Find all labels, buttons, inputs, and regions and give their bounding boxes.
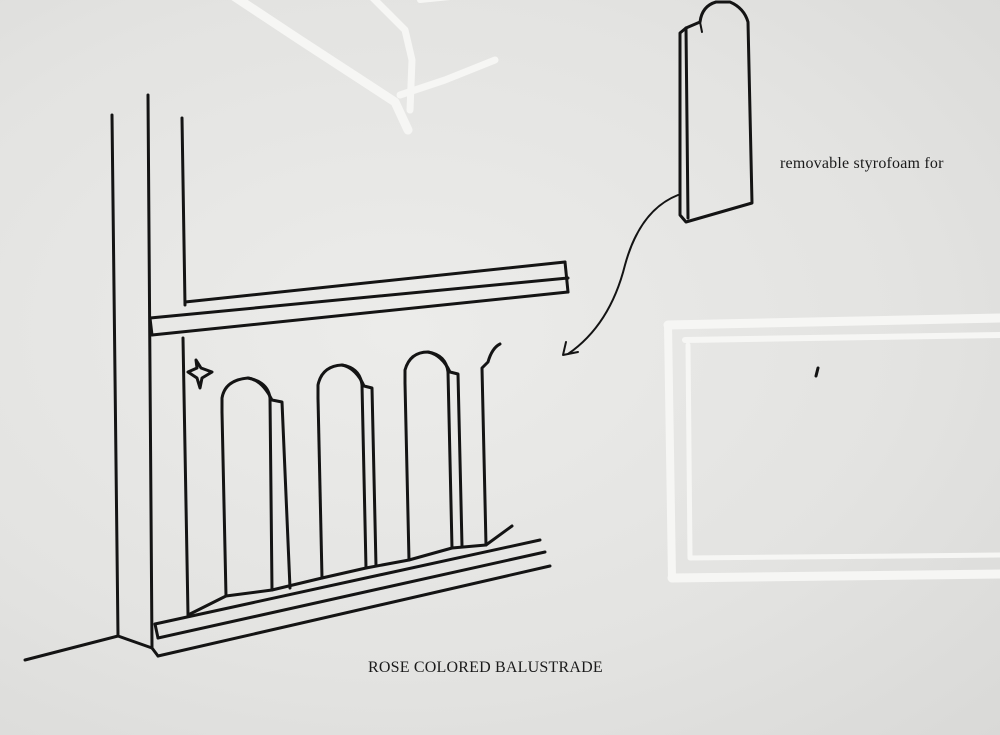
styrofoam-form-label: removable styrofoam for: [780, 155, 944, 172]
arch-4-partial: [480, 342, 502, 547]
rail-far-end: [563, 260, 570, 294]
base-floor-line: [156, 564, 552, 658]
form-outline: [678, 0, 754, 224]
arch-1-left: [220, 410, 228, 598]
base-corner: [150, 646, 160, 658]
column-back-edge: [180, 116, 187, 307]
frame-bottom-edge: [667, 569, 1000, 583]
arch-3-left: [403, 381, 411, 562]
arch-2-side: [340, 363, 378, 568]
embossed-traces: [231, 0, 1000, 583]
balustrade-panel: [150, 336, 552, 658]
top-rail: [148, 260, 570, 337]
trace-top-diagonal: [231, 0, 413, 135]
base-step-end: [153, 622, 160, 640]
base-step-top: [153, 538, 542, 626]
leader-arrow: [562, 194, 679, 356]
panel-bottom-edge: [186, 524, 514, 617]
arch-3-side: [426, 350, 464, 548]
trace-top-branch: [396, 56, 499, 99]
arch-1-side: [246, 376, 292, 590]
form-front-edge: [684, 26, 690, 220]
rail-top-front: [148, 276, 570, 320]
arch-2-left: [316, 396, 324, 580]
trace-top-vertical: [370, 0, 416, 114]
rail-top-back: [183, 260, 567, 304]
arrow-head: [562, 341, 579, 356]
stray-mark: [814, 366, 820, 378]
frame-inner-edge: [685, 342, 1000, 561]
panel-left-post: [181, 336, 190, 617]
rail-end: [148, 316, 154, 337]
floor-line: [23, 634, 120, 662]
base-step-front: [156, 550, 547, 640]
arch-2-outline: [316, 363, 368, 570]
form-shoulder: [699, 21, 703, 33]
styrofoam-form-piece: [678, 0, 754, 224]
column-front-edge: [146, 93, 154, 650]
frame-left-edge: [664, 321, 676, 582]
arrow-line: [567, 194, 679, 355]
rail-bottom: [150, 290, 570, 337]
frame-top-edge: [663, 313, 1000, 330]
star-ornament: [186, 358, 214, 390]
column-and-floor: [23, 93, 187, 662]
column-left-edge: [110, 113, 120, 638]
arch-3-outline: [403, 350, 454, 550]
frame-inner-top: [682, 332, 1000, 343]
balustrade-caption: ROSE COLORED BALUSTRADE: [368, 659, 603, 676]
arch-1-outline: [220, 376, 274, 592]
column-base: [116, 634, 154, 650]
